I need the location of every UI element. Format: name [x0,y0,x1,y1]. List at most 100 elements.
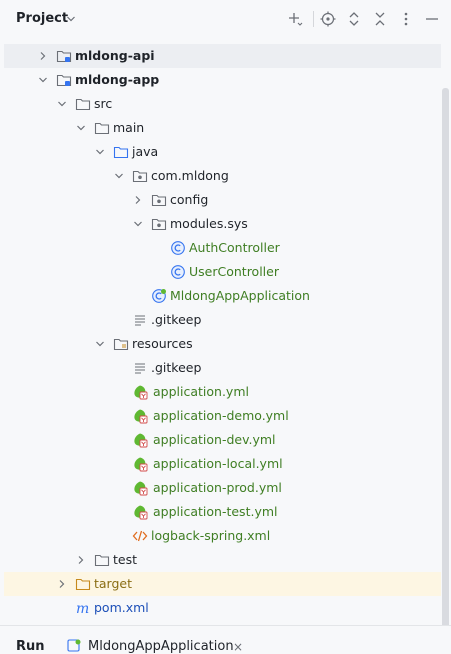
run-label[interactable]: Run [16,639,45,654]
spring-yaml-icon [134,409,148,424]
chevron-right-icon[interactable] [57,579,67,589]
minimize-icon[interactable] [423,10,441,28]
tree-node-application-dev-yml[interactable]: application-dev.yml [4,428,441,452]
tree-node-gitkeep[interactable]: .gitkeep [4,356,441,380]
tree-node-label: application-test.yml [153,504,278,519]
tree-node-java[interactable]: java [4,140,441,164]
chevron-right-icon[interactable] [133,195,143,205]
tree-node-gitkeep[interactable]: .gitkeep [4,308,441,332]
project-panel-header: Project [0,0,451,38]
run-tab-label[interactable]: MldongAppApplication [88,639,234,654]
toolbar-separator [313,11,314,27]
spring-yaml-icon [134,385,148,400]
package-icon [132,170,148,183]
tree-node-label: application-local.yml [153,456,283,471]
source-folder-icon [113,146,129,159]
package-icon [151,194,167,207]
tree-node-application-test-yml[interactable]: application-test.yml [4,500,441,524]
chevron-right-icon[interactable] [76,555,86,565]
tree-node-mldong-app-application[interactable]: MldongAppApplication [4,284,441,308]
folder-icon [94,122,110,135]
more-options-icon[interactable] [397,10,415,28]
tree-node-label: MldongAppApplication [170,288,310,303]
text-file-icon [135,363,145,374]
chevron-down-icon[interactable] [95,147,105,157]
tree-node-application-local-yml[interactable]: application-local.yml [4,452,441,476]
tree-node-application-prod-yml[interactable]: application-prod.yml [4,476,441,500]
tree-node-label: pom.xml [94,600,149,615]
folder-icon [75,98,91,111]
spring-yaml-icon [134,481,148,496]
tree-node-label: application-prod.yml [153,480,282,495]
close-icon[interactable]: × [233,640,244,654]
chevron-down-icon[interactable] [57,99,67,109]
spring-boot-class-icon [152,289,166,303]
tree-node-label: java [132,144,159,159]
tree-node-label: mldong-api [75,48,155,63]
tree-node-src[interactable]: src [4,92,441,116]
tree-node-main[interactable]: main [4,116,441,140]
folder-icon [94,554,110,567]
tree-node-config[interactable]: config [4,188,441,212]
spring-yaml-icon [134,433,148,448]
panel-title[interactable]: Project [16,11,69,26]
tree-node-auth-controller[interactable]: AuthController [4,236,441,260]
module-folder-icon [56,74,72,87]
tree-node-label: AuthController [189,240,280,255]
tree-node-label: src [94,96,113,111]
tree-node-mldong-app[interactable]: mldong-app [4,68,441,92]
xml-file-icon [132,530,148,542]
expand-all-icon[interactable] [345,10,363,28]
tree-node-label: main [113,120,145,135]
chevron-down-icon[interactable] [38,75,48,85]
add-icon[interactable] [286,10,304,28]
chevron-down-icon[interactable] [66,14,76,24]
text-file-icon [135,315,145,326]
tree-node-label: target [94,576,133,591]
tree-node-label: logback-spring.xml [151,528,271,543]
class-icon [171,241,185,255]
tree-node-target[interactable]: target [4,572,441,596]
chevron-down-icon[interactable] [95,339,105,349]
tree-node-label: resources [132,336,193,351]
tree-node-application-yml[interactable]: application.yml [4,380,441,404]
tree-node-label: application-dev.yml [153,432,276,447]
class-icon [171,265,185,279]
tree-node-label: modules.sys [170,216,248,231]
chevron-right-icon[interactable] [38,51,48,61]
tree-node-label: UserController [189,264,279,279]
locate-icon[interactable] [319,10,337,28]
tree-node-mldong-api[interactable]: mldong-api [4,44,441,68]
tree-node-label: .gitkeep [151,360,202,375]
resources-folder-icon [113,338,129,351]
package-icon [151,218,167,231]
tree-node-label: test [113,552,138,567]
tree-node-label: application-demo.yml [153,408,289,423]
tree-node-logback-spring-xml[interactable]: logback-spring.xml [4,524,441,548]
tree-node-resources[interactable]: resources [4,332,441,356]
module-folder-icon [56,50,72,63]
tree-node-label: .gitkeep [151,312,202,327]
tree-node-user-controller[interactable]: UserController [4,260,441,284]
spring-yaml-icon [134,505,148,520]
run-tool-bar: Run MldongAppApplication × [0,625,451,654]
tree-node-pom-xml[interactable]: m pom.xml [4,596,441,620]
collapse-all-icon[interactable] [371,10,389,28]
tree-node-label: config [170,192,209,207]
svg-text:m: m [76,601,89,616]
spring-boot-run-config-icon [67,639,81,652]
chevron-down-icon[interactable] [76,123,86,133]
chevron-down-icon[interactable] [114,171,124,181]
tree-node-com-mldong[interactable]: com.mldong [4,164,441,188]
maven-icon: m [76,601,89,616]
tree-node-application-demo-yml[interactable]: application-demo.yml [4,404,441,428]
chevron-down-icon[interactable] [133,219,143,229]
tree-node-label: application.yml [153,384,249,399]
excluded-folder-icon [75,578,91,591]
scrollbar-thumb[interactable] [442,88,449,636]
tree-node-modules-sys[interactable]: modules.sys [4,212,441,236]
spring-yaml-icon [134,457,148,472]
tree-node-test[interactable]: test [4,548,441,572]
tree-node-label: com.mldong [151,168,229,183]
